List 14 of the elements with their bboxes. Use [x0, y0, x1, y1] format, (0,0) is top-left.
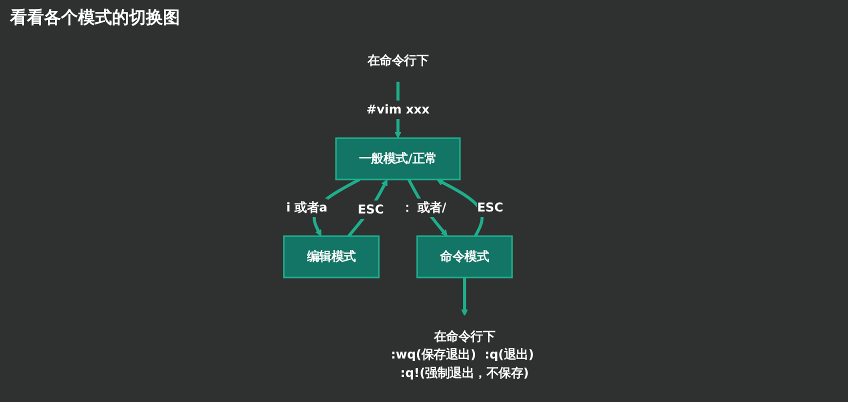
- diagram-title: 看看各个模式的切换图: [10, 7, 180, 29]
- node-box: 命令模式: [416, 235, 513, 278]
- node-box: 一般模式/正常: [335, 137, 461, 180]
- edge-label: ： 或者/: [400, 200, 446, 215]
- arrow: [348, 179, 388, 238]
- edge-label: #vim xxx: [366, 102, 430, 117]
- node-text: 在命令行下 :wq(保存退出) :q(退出) :q!(强制退出，不保存): [390, 328, 534, 380]
- node-text: 在命令行下: [367, 53, 429, 68]
- node-box: 编辑模式: [283, 235, 380, 278]
- edge-label: i 或者a: [286, 200, 328, 215]
- edge-label: ESC: [358, 202, 384, 217]
- arrow: [436, 179, 484, 237]
- edge-label: ESC: [477, 200, 504, 215]
- arrow: [461, 278, 468, 316]
